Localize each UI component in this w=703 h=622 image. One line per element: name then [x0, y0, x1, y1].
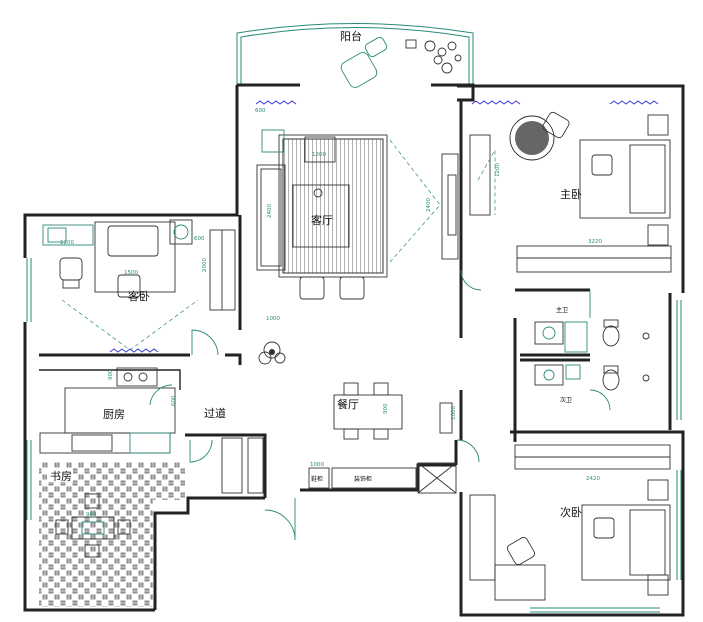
coffee-table [292, 184, 350, 248]
kitchen-label: 厨房 [103, 408, 125, 421]
tv-cabinet [441, 153, 459, 260]
curtains [109, 100, 659, 353]
balcony-label: 阳台 [340, 29, 362, 43]
master-door[interactable] [460, 269, 482, 291]
guest-room-label: 客卧 [128, 289, 150, 303]
master-bed [579, 139, 671, 219]
plant-living [258, 341, 286, 365]
dining-table-dim: 900 [383, 403, 389, 414]
second-closet [514, 444, 671, 470]
dining-area: 餐厅 900 [333, 382, 403, 440]
study-table-dim: 900 [86, 512, 97, 518]
second-cabinet-dim: 1000 [451, 406, 457, 420]
guest-room: 客卧 1200 2000 1500 600 [42, 219, 236, 351]
living-room: 客厅 2400 2400 1200 [256, 129, 459, 300]
guest-bed [94, 221, 176, 298]
study: 书房 900 [39, 462, 185, 607]
walls [23, 83, 685, 617]
kitchen-door[interactable] [149, 384, 173, 406]
round-chair [509, 111, 570, 161]
second-bedroom-door[interactable] [456, 439, 480, 463]
guest-door[interactable] [191, 329, 219, 356]
kitchen-sink-dim: 600 [171, 395, 177, 406]
dining-room-label: 餐厅 [337, 397, 359, 411]
second-closet-dim: 2420 [586, 476, 600, 482]
master-wardrobe-dim: 600 [255, 108, 266, 114]
master-bedroom-label: 主卧 [560, 188, 582, 201]
windows [26, 258, 682, 613]
lounge-chair [340, 36, 388, 88]
master-closet [516, 245, 672, 273]
hall-cabinet-label: 装饰柜 [354, 475, 372, 483]
master-bedroom: 主卧 3220 1200 [469, 111, 672, 273]
corridor: 过道 1000 鞋柜 装饰柜 1000 [204, 316, 457, 494]
kitchen-counter-dim: 900 [108, 369, 114, 380]
living-room-label: 客厅 [311, 213, 333, 227]
living-tv-dim: 2400 [426, 198, 432, 212]
guest-chair [59, 257, 83, 289]
hall-cabinet-dim: 1000 [266, 316, 280, 322]
plant-pots [405, 39, 462, 74]
hall-cabinet [439, 402, 453, 434]
kitchen: 厨房 900 600 [39, 367, 177, 454]
study-label: 书房 [50, 470, 72, 483]
entry-door[interactable] [264, 498, 296, 541]
master-closet-dim: 3220 [588, 239, 602, 245]
second-bedroom: 次卧 2420 1000 600 [255, 108, 671, 601]
guest-wardrobe [209, 229, 236, 311]
living-table-dim: 1200 [312, 152, 326, 158]
master-bath-label: 主卫 [556, 306, 568, 314]
desk-chair [494, 536, 546, 601]
guest-wall-dim: 2000 [202, 258, 208, 272]
shoe-cabinet-label: 鞋柜 [311, 475, 323, 483]
second-bath-door[interactable] [589, 389, 611, 411]
corridor-label: 过道 [204, 406, 226, 420]
armchairs [261, 129, 365, 300]
guest-bed-dim: 1500 [124, 270, 138, 276]
second-bath: 次卫 [534, 364, 650, 404]
corridor-door[interactable] [189, 439, 213, 463]
second-bath-label: 次卫 [560, 396, 572, 404]
guest-closet-dim: 600 [194, 236, 205, 242]
corridor-cabinet-dim: 1000 [310, 462, 324, 468]
second-bed [581, 504, 671, 581]
master-bath: 主卫 [534, 306, 650, 353]
second-bedroom-label: 次卧 [560, 505, 582, 519]
master-side-dim: 1200 [495, 163, 501, 177]
balcony: 阳台 [236, 23, 474, 88]
living-sofa-dim: 2400 [267, 204, 273, 218]
sofa [256, 164, 286, 271]
guest-desk-dim: 1200 [60, 240, 74, 246]
